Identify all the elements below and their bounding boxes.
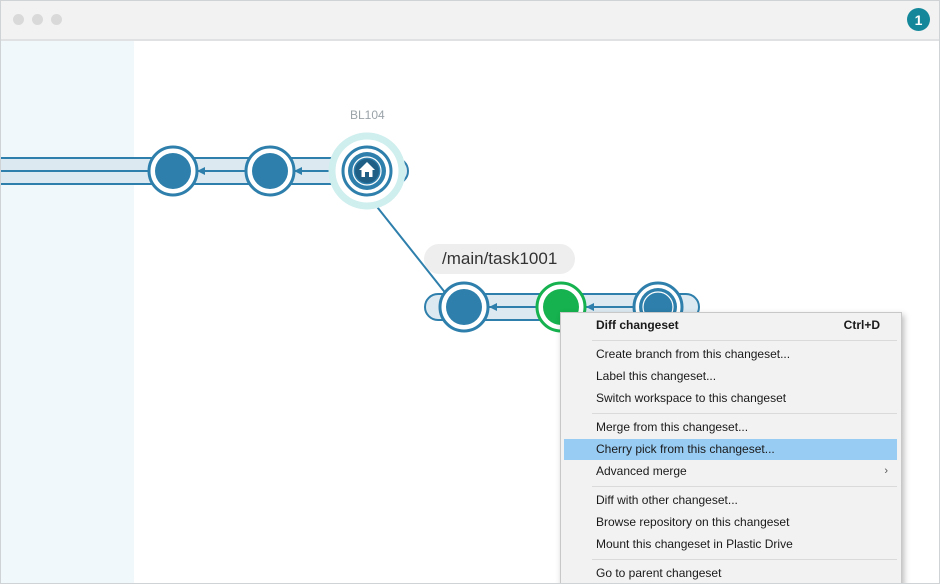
- menu-item-label: Switch workspace to this changeset: [596, 391, 787, 405]
- link-arrowhead: [489, 303, 497, 311]
- branch-name-tag[interactable]: /main/task1001: [424, 244, 576, 274]
- menu-item-label: Advanced merge: [596, 464, 687, 478]
- menu-separator: [592, 559, 897, 560]
- menu-item-label: Browse repository on this changeset: [596, 515, 790, 529]
- context-menu: Diff changeset Ctrl+D Create branch from…: [560, 312, 902, 583]
- menu-item-label: Label this changeset...: [596, 369, 717, 383]
- label-name: BL104: [350, 108, 385, 122]
- menu-item-label: Create branch from this changeset...: [596, 347, 791, 361]
- link-arrowhead: [294, 167, 302, 175]
- link-arrowhead: [586, 303, 594, 311]
- menu-item-label: Go to parent changeset: [596, 566, 722, 580]
- step-badge: 1: [907, 8, 930, 31]
- home-icon: [359, 162, 375, 177]
- menu-item-go-to-parent[interactable]: Go to parent changeset: [564, 563, 897, 583]
- left-pane: [1, 41, 134, 583]
- changeset-node[interactable]: [244, 145, 296, 197]
- menu-item-advanced-merge[interactable]: Advanced merge ›: [564, 461, 897, 482]
- menu-item-switch-workspace[interactable]: Switch workspace to this changeset: [564, 388, 897, 409]
- menu-item-cherry-pick[interactable]: Cherry pick from this changeset...: [564, 439, 897, 460]
- labeled-changeset-node[interactable]: [328, 132, 406, 210]
- menu-item-label: Mount this changeset in Plastic Drive: [596, 537, 793, 551]
- title-bar: 1: [1, 1, 939, 41]
- menu-separator: [592, 413, 897, 414]
- window-control-dot[interactable]: [32, 14, 43, 25]
- changeset-node[interactable]: [147, 145, 199, 197]
- window-control-dot[interactable]: [13, 14, 24, 25]
- changeset-node[interactable]: [438, 281, 490, 333]
- window-control-dot[interactable]: [51, 14, 62, 25]
- menu-item-label: Merge from this changeset...: [596, 420, 749, 434]
- menu-item-diff-other[interactable]: Diff with other changeset...: [564, 490, 897, 511]
- menu-item-merge[interactable]: Merge from this changeset...: [564, 417, 897, 438]
- menu-separator: [592, 486, 897, 487]
- link-arrowhead: [197, 167, 205, 175]
- menu-item-label: Cherry pick from this changeset...: [596, 442, 775, 456]
- menu-item-browse-repository[interactable]: Browse repository on this changeset: [564, 512, 897, 533]
- menu-item-diff-changeset[interactable]: Diff changeset Ctrl+D: [564, 315, 897, 336]
- menu-item-mount-drive[interactable]: Mount this changeset in Plastic Drive: [564, 534, 897, 555]
- menu-item-label: Diff changeset: [596, 318, 679, 332]
- menu-item-create-branch[interactable]: Create branch from this changeset...: [564, 344, 897, 365]
- submenu-arrow-icon: ›: [884, 465, 888, 477]
- menu-separator: [592, 340, 897, 341]
- menu-item-label-changeset[interactable]: Label this changeset...: [564, 366, 897, 387]
- menu-item-label: Diff with other changeset...: [596, 493, 738, 507]
- branch-origin-link: [369, 197, 448, 296]
- menu-item-shortcut: Ctrl+D: [843, 318, 880, 332]
